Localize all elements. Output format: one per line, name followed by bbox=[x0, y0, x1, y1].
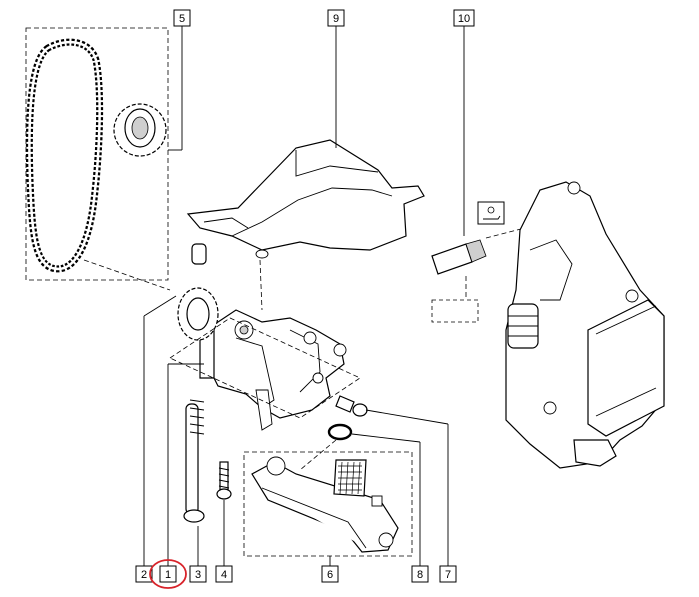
bolt-long bbox=[335, 395, 449, 566]
svg-text:1: 1 bbox=[165, 569, 171, 581]
callout-3[interactable]: 3 bbox=[189, 565, 207, 583]
highlight-ring bbox=[149, 559, 187, 589]
chain-assembly-group bbox=[25, 26, 183, 281]
chain-sprocket bbox=[113, 103, 167, 157]
svg-text:10: 10 bbox=[458, 13, 470, 25]
callout-5[interactable]: 5 bbox=[173, 9, 191, 27]
relief-valve-tube bbox=[183, 399, 205, 566]
oil-pump-body bbox=[169, 243, 361, 431]
callout-9[interactable]: 9 bbox=[327, 9, 345, 27]
timing-chain bbox=[25, 38, 104, 273]
callout-4[interactable]: 4 bbox=[215, 565, 233, 583]
o-ring-seal bbox=[299, 423, 421, 566]
svg-text:8: 8 bbox=[417, 569, 423, 581]
callout-10[interactable]: 10 bbox=[453, 9, 475, 27]
svg-text:2: 2 bbox=[141, 569, 147, 581]
oil-filter-housing bbox=[505, 181, 665, 469]
bolt-short bbox=[216, 461, 232, 566]
leader-2 bbox=[143, 295, 177, 317]
oil-baffle-plate bbox=[186, 26, 425, 259]
strainer-mesh bbox=[333, 459, 367, 497]
pump-sprocket bbox=[177, 287, 219, 341]
svg-text:5: 5 bbox=[179, 13, 185, 25]
callout-7[interactable]: 7 bbox=[439, 565, 457, 583]
oil-pickup-group bbox=[243, 451, 413, 566]
callout-6[interactable]: 6 bbox=[321, 565, 339, 583]
oil-pressure-sensor bbox=[431, 26, 541, 323]
svg-text:6: 6 bbox=[327, 569, 333, 581]
callout-8[interactable]: 8 bbox=[411, 565, 429, 583]
callout-2[interactable]: 2 bbox=[135, 565, 153, 583]
chain-group-frame bbox=[25, 27, 169, 281]
svg-text:7: 7 bbox=[445, 569, 451, 581]
svg-text:4: 4 bbox=[221, 569, 227, 581]
callout-1[interactable]: 1 bbox=[149, 559, 187, 589]
oil-pressure-warning-icon bbox=[483, 206, 501, 220]
svg-text:3: 3 bbox=[195, 569, 201, 581]
pickup-group-frame bbox=[243, 451, 413, 557]
sensor-placeholder-frame bbox=[431, 299, 479, 323]
svg-text:9: 9 bbox=[333, 13, 339, 25]
